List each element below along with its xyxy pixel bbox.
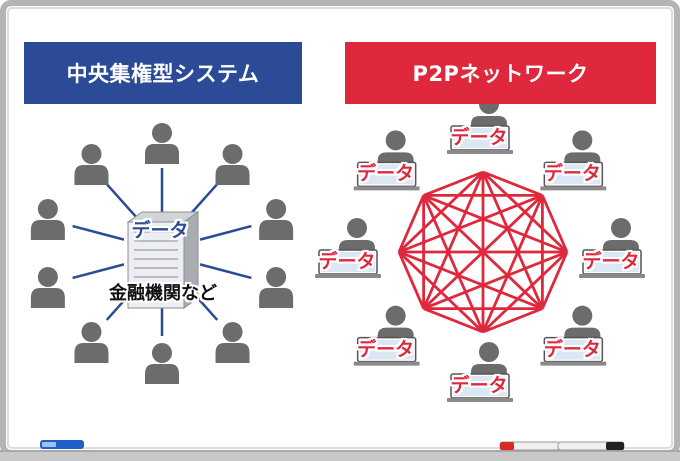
board-inner-edge (7, 7, 673, 449)
person-head (81, 321, 102, 342)
person-body (259, 220, 294, 241)
server-label: 金融機関など (109, 283, 217, 304)
person-head (222, 321, 243, 342)
p2p-mesh (397, 170, 569, 334)
person-head (385, 305, 406, 326)
p2p-data-label-5: データ (357, 338, 415, 361)
laptop-screen (546, 339, 601, 360)
marker-tray-edge (0, 450, 680, 452)
central-user-8 (30, 199, 65, 241)
central-user-9 (74, 144, 109, 186)
p2p-data-label-3: データ (543, 338, 601, 361)
person-head (81, 144, 102, 165)
laptop-screen (453, 376, 507, 396)
central-user-5 (145, 343, 179, 384)
person-head (385, 130, 406, 151)
central-title: 中央集権型システム (66, 62, 260, 86)
p2p-node-6 (315, 218, 381, 278)
p2p-title: P2Pネットワーク (412, 62, 589, 86)
person-head (222, 144, 243, 165)
p2p-data-label-6: データ (318, 250, 376, 273)
person-head (572, 130, 593, 151)
laptop-base (315, 274, 381, 278)
spoke-line-2 (199, 224, 252, 241)
central-user-0 (145, 123, 179, 164)
central-user-3 (259, 266, 294, 308)
laptop-base (540, 361, 607, 366)
person-body (74, 165, 109, 186)
person-body (30, 287, 65, 308)
person-body (215, 165, 250, 186)
p2p-node-0 (447, 94, 513, 154)
central-user-6 (74, 321, 109, 363)
blue-marker-label (42, 442, 56, 447)
central-user-4 (215, 321, 250, 363)
person-body (30, 220, 65, 241)
person-body (259, 287, 294, 308)
p2p-title-banner: P2Pネットワーク (345, 42, 656, 104)
spoke-line-9 (105, 183, 140, 221)
p2p-node-3 (540, 305, 607, 366)
central-data-label: データ (131, 219, 189, 242)
person-head (572, 305, 593, 326)
laptop-base (447, 398, 513, 402)
p2p-data-label-2: データ (582, 250, 640, 273)
server-front (127, 221, 185, 309)
laptop-screen (453, 128, 507, 148)
laptop-screen (359, 164, 414, 185)
p2p-node-7 (353, 130, 420, 191)
person-head (37, 266, 58, 287)
server-icon (126, 211, 200, 309)
person-head (266, 199, 287, 220)
p2p-data-label-1: データ (543, 162, 601, 185)
p2p-node-5 (353, 305, 420, 366)
spoke-line-8 (72, 224, 125, 241)
central-user-2 (259, 199, 294, 241)
p2p-data-label-4: データ (450, 374, 508, 397)
red-marker-cap (500, 442, 514, 450)
laptop-base (353, 361, 420, 366)
laptop-screen (546, 164, 601, 185)
p2p-node-1 (540, 130, 607, 191)
person-body (215, 342, 250, 363)
laptop-base (540, 186, 607, 191)
laptop-base (579, 274, 645, 278)
laptop-screen (585, 252, 639, 272)
person-head (37, 199, 58, 220)
p2p-data-label-7: データ (357, 162, 415, 185)
person-head (611, 218, 631, 238)
spoke-line-7 (72, 263, 125, 280)
p2p-node-2 (579, 218, 645, 278)
person-head (266, 266, 287, 287)
person-head (479, 342, 499, 362)
marker-tray (0, 450, 680, 461)
person-body (145, 144, 179, 164)
person-head (152, 123, 172, 143)
laptop-screen (359, 339, 414, 360)
spoke-line-3 (199, 263, 252, 280)
person-head (347, 218, 367, 238)
person-head (152, 343, 172, 363)
central-user-7 (30, 266, 65, 308)
person-body (145, 364, 179, 384)
person-body (74, 342, 109, 363)
laptop-base (447, 150, 513, 154)
laptop-screen (321, 252, 375, 272)
black-marker-cap (606, 442, 624, 450)
p2p-data-label-0: データ (450, 126, 508, 149)
central-title-banner: 中央集権型システム (24, 42, 302, 104)
p2p-node-4 (447, 342, 513, 402)
laptop-base (353, 186, 420, 191)
central-user-1 (215, 144, 250, 186)
